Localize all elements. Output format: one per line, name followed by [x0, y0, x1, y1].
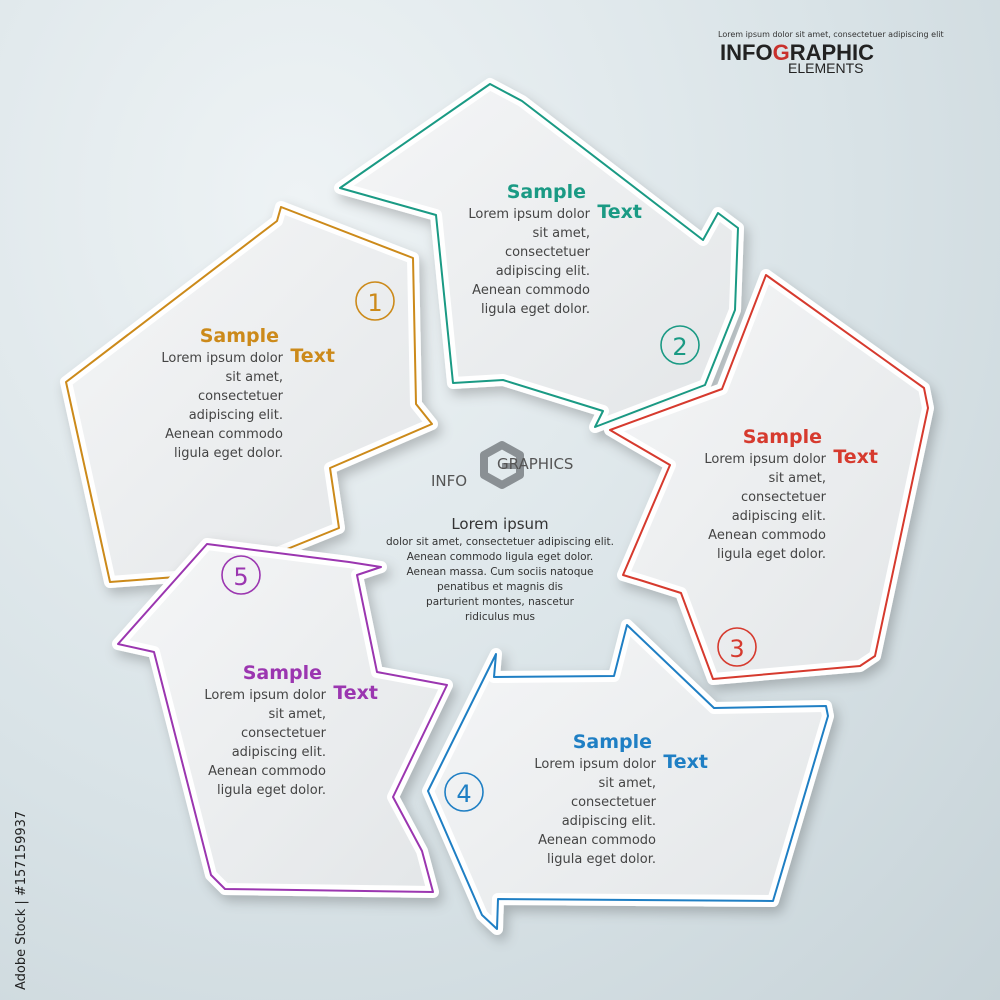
- segment-4-body: Lorem ipsum dolor sit amet, consectetuer…: [534, 757, 656, 867]
- segment-5-body: Lorem ipsum dolor sit amet, consectetuer…: [204, 688, 326, 798]
- svg-text:3: 3: [729, 635, 744, 663]
- segment-1-title-2: Text: [290, 345, 335, 367]
- segment-2-text: Sample Text Lorem ipsum dolor sit amet, …: [436, 181, 642, 319]
- step-number-3: 3: [717, 627, 757, 667]
- segment-5-title: Sample: [242, 662, 322, 684]
- svg-text:4: 4: [456, 780, 471, 808]
- segment-3-title: Sample: [742, 426, 822, 448]
- segment-3-title-2: Text: [833, 446, 878, 468]
- segment-4-arrow: [422, 619, 834, 935]
- segment-2-title-2: Text: [597, 201, 642, 223]
- center-title: Lorem ipsum: [451, 515, 549, 533]
- segment-3-arrow: [604, 269, 934, 685]
- header-subtitle: ELEMENTS: [788, 60, 864, 76]
- segment-5-arrow: [112, 538, 453, 898]
- header-title: INFOGRAPHIC: [720, 40, 875, 65]
- center-logo-info: INFO: [431, 472, 468, 490]
- segment-4-title-2: Text: [663, 751, 708, 773]
- svg-text:2: 2: [672, 333, 687, 361]
- segment-1-text: Sample Text Lorem ipsum dolor sit amet, …: [130, 325, 335, 463]
- step-number-1: 1: [355, 281, 395, 321]
- segment-3-text: Sample Text Lorem ipsum dolor sit amet, …: [673, 426, 878, 564]
- segment-1-title: Sample: [199, 325, 279, 347]
- step-number-4: 4: [444, 772, 484, 812]
- segment-5-title-2: Text: [333, 682, 378, 704]
- segment-2-title: Sample: [506, 181, 586, 203]
- segment-3-body: Lorem ipsum dolor sit amet, consectetuer…: [704, 452, 826, 562]
- center-body: dolor sit amet, consectetuer adipiscing …: [385, 536, 615, 623]
- center-logo-icon: [480, 441, 524, 489]
- step-number-5: 5: [221, 555, 261, 595]
- segment-2-body: Lorem ipsum dolor sit amet, consectetuer…: [468, 207, 590, 317]
- step-number-2: 2: [660, 325, 700, 365]
- center-logo-graphics: GRAPHICS: [497, 455, 574, 473]
- segment-5-text: Sample Text Lorem ipsum dolor sit amet, …: [173, 662, 378, 800]
- stock-watermark: Adobe Stock | #157159937: [14, 810, 29, 990]
- svg-text:5: 5: [233, 563, 248, 591]
- svg-text:1: 1: [367, 289, 382, 317]
- segment-2-arrow: [334, 78, 744, 433]
- segment-4-text: Sample Text Lorem ipsum dolor sit amet, …: [503, 731, 708, 869]
- header-tagline: Lorem ipsum dolor sit amet, consectetuer…: [718, 30, 944, 39]
- segment-1-body: Lorem ipsum dolor sit amet, consectetuer…: [161, 351, 283, 461]
- segment-4-title: Sample: [572, 731, 652, 753]
